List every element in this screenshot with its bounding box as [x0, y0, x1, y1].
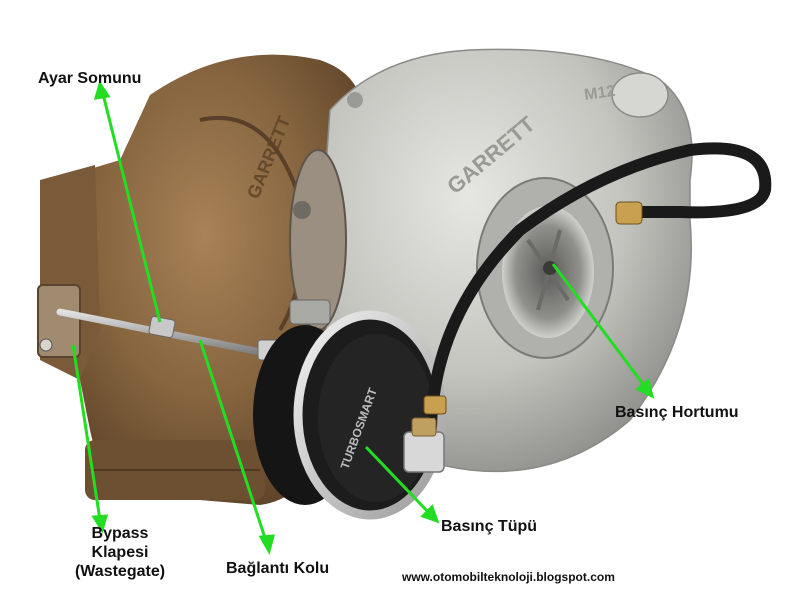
wastegate-actuator: TURBOSMART	[253, 310, 447, 520]
leader-basinc-tupu	[364, 445, 432, 516]
label-ayar-somunu: Ayar Somunu	[38, 70, 142, 87]
leader-bypass	[71, 344, 102, 521]
leader-lines	[71, 80, 655, 555]
leader-ayar-somunu	[101, 93, 162, 323]
label-bypass-wastegate: Bypass Klapesi (Wastegate)	[60, 524, 180, 581]
label-baglanti-kolu: Bağlantı Kolu	[226, 560, 330, 577]
label-bypass-line3: (Wastegate)	[74, 563, 166, 580]
label-basinc-tupu: Basınç Tüpü	[441, 518, 538, 535]
leader-baglanti-kolu-arrow	[258, 534, 275, 555]
label-bypass-line1: Bypass	[91, 525, 149, 542]
centre-section	[289, 149, 347, 331]
leader-basinc-hortumu	[551, 263, 648, 389]
part-mark-text: M12	[583, 83, 616, 104]
compressor-inlet	[476, 177, 614, 359]
leader-basinc-tupu-arrow	[420, 504, 440, 524]
leader-ayar-somunu-arrow	[93, 80, 111, 100]
label-basinc-hortumu: Basınç Hortumu	[615, 404, 739, 421]
leader-basinc-hortumu-arrow	[635, 378, 655, 399]
leader-baglanti-kolu	[198, 339, 268, 542]
website-url: www.otomobilteknoloji.blogspot.com	[402, 570, 615, 584]
leader-bypass-arrow	[91, 514, 109, 534]
label-bypass-line2: Klapesi	[91, 544, 149, 561]
pressure-hose	[423, 142, 772, 418]
